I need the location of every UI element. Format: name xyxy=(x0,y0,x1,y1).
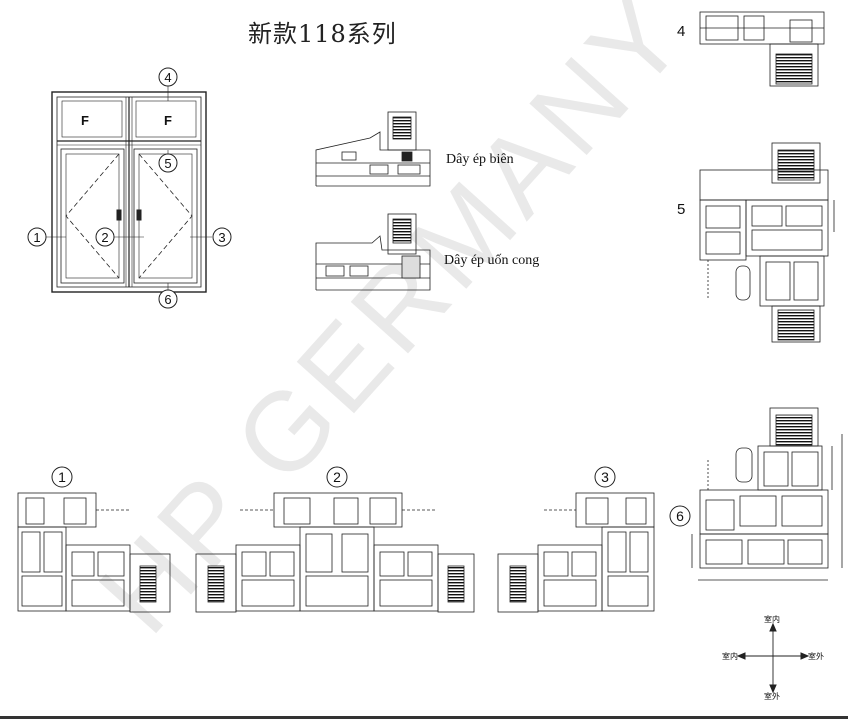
section-5-label: 5 xyxy=(677,201,685,218)
section-3 xyxy=(497,492,655,613)
caption-bead-curved: Dây ép uốn cong xyxy=(444,253,540,268)
svg-text:1: 1 xyxy=(58,469,66,485)
callout-5: 5 xyxy=(158,153,178,173)
callout-2: 2 xyxy=(95,227,115,247)
callout-3: 3 xyxy=(212,227,232,247)
callout-4: 4 xyxy=(158,67,178,87)
svg-text:3: 3 xyxy=(218,230,225,245)
compass-down-label: 室外 xyxy=(764,691,780,701)
section-2 xyxy=(195,492,475,613)
page-title: 新款118系列 xyxy=(248,20,397,48)
section-4-label: 4 xyxy=(677,23,685,40)
bead-detail-curved xyxy=(315,213,431,291)
callout-2-section: 2 xyxy=(326,466,348,488)
compass-right-label: 室外 xyxy=(808,651,824,661)
svg-text:2: 2 xyxy=(333,469,341,485)
compass-up-label: 室内 xyxy=(764,614,780,624)
orientation-compass xyxy=(736,622,810,694)
bottom-border xyxy=(0,716,848,719)
svg-text:2: 2 xyxy=(101,230,108,245)
bead-detail-flat xyxy=(315,111,431,187)
callout-6-section: 6 xyxy=(669,505,691,527)
compass-left-label: 室内 xyxy=(722,651,738,661)
svg-text:5: 5 xyxy=(164,156,171,171)
callout-6: 6 xyxy=(158,289,178,309)
svg-text:4: 4 xyxy=(164,70,171,85)
fixed-panel-label-right: F xyxy=(164,113,172,128)
svg-text:1: 1 xyxy=(33,230,40,245)
window-elevation xyxy=(46,86,212,293)
svg-text:6: 6 xyxy=(164,292,171,307)
callout-1-section: 1 xyxy=(51,466,73,488)
section-6 xyxy=(691,407,843,581)
callout-3-section: 3 xyxy=(594,466,616,488)
svg-text:3: 3 xyxy=(601,469,609,485)
section-1 xyxy=(17,492,171,613)
svg-text:6: 6 xyxy=(676,508,684,524)
section-5 xyxy=(699,142,835,343)
fixed-panel-label-left: F xyxy=(81,113,89,128)
caption-bead-flat: Dây ép biên xyxy=(446,152,514,167)
callout-1: 1 xyxy=(27,227,47,247)
section-4 xyxy=(699,11,825,87)
